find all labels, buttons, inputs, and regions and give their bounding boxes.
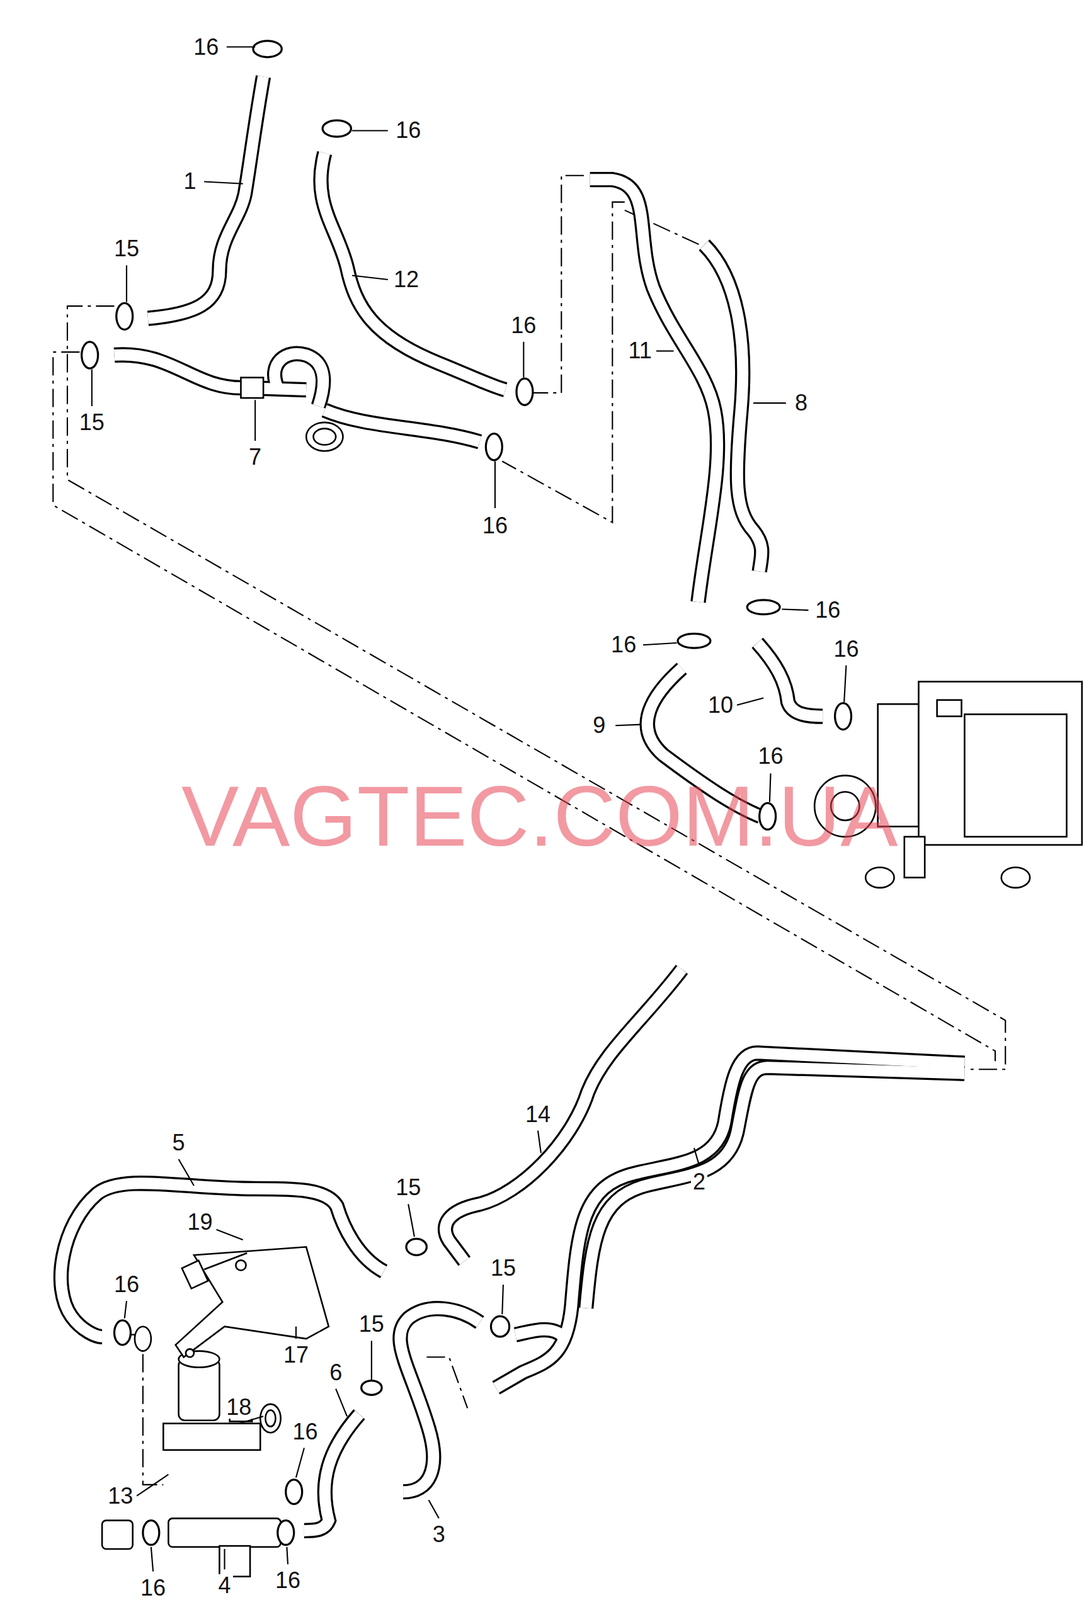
hose-outline xyxy=(61,76,965,1532)
callout-number: 3 xyxy=(430,1523,448,1547)
callout-number: 15 xyxy=(357,1313,387,1336)
hose-parts xyxy=(102,377,1083,1578)
callout-number: 16 xyxy=(290,1420,320,1444)
callout-number: 16 xyxy=(191,35,221,59)
callout-number: 15 xyxy=(112,237,142,261)
callout-number: 18 xyxy=(224,1396,254,1420)
callout-number: 15 xyxy=(393,1176,423,1200)
callout-number: 16 xyxy=(273,1569,303,1593)
callout-number: 12 xyxy=(391,268,421,291)
callout-number: 16 xyxy=(755,745,785,768)
callout-number: 17 xyxy=(281,1344,311,1367)
callout-number: 13 xyxy=(105,1485,135,1508)
callout-number: 8 xyxy=(793,391,810,415)
callout-number: 1 xyxy=(181,170,198,193)
callout-number: 16 xyxy=(609,633,639,657)
callout-number: 10 xyxy=(706,694,736,717)
callout-number: 15 xyxy=(77,411,107,434)
callout-number: 4 xyxy=(216,1574,234,1598)
callout-number: 19 xyxy=(185,1211,215,1234)
callout-number: 14 xyxy=(523,1103,553,1127)
callout-number: 16 xyxy=(831,638,861,661)
callout-number: 6 xyxy=(327,1361,344,1385)
callout-number: 11 xyxy=(626,339,654,363)
callout-number: 9 xyxy=(590,714,608,737)
dashed-guides xyxy=(52,175,1006,1486)
callout-number: 5 xyxy=(170,1131,188,1155)
callout-number: 16 xyxy=(393,119,423,142)
callout-number: 15 xyxy=(488,1257,518,1280)
watermark: VAGTEC.COM.UA xyxy=(181,774,899,860)
callout-number: 7 xyxy=(246,445,264,469)
callout-number: 16 xyxy=(813,599,843,622)
hose-fill xyxy=(61,76,965,1532)
callout-number: 16 xyxy=(508,314,538,337)
callout-number: 16 xyxy=(138,1577,168,1600)
callout-number: 16 xyxy=(112,1273,142,1297)
callout-number: 2 xyxy=(690,1170,708,1194)
callout-number: 16 xyxy=(480,514,510,538)
